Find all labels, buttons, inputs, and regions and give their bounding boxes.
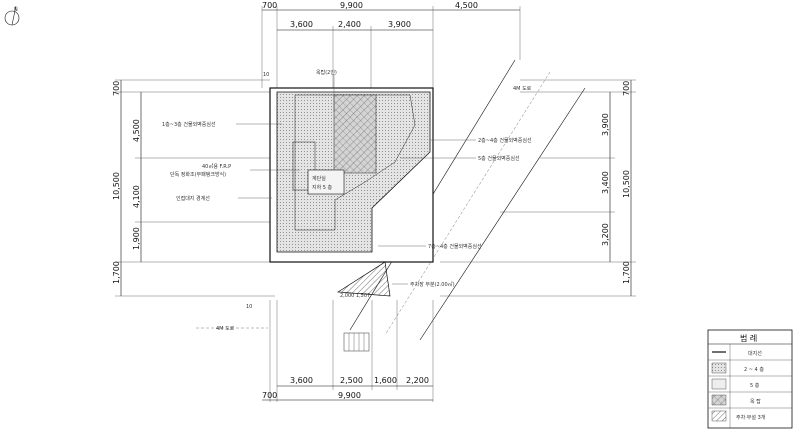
dim-bottom-d3: 1,600	[374, 376, 397, 385]
dim-right-d3: 3,200	[601, 223, 610, 246]
label-floors-2-4: 2층~4층 건물외벽중심선	[478, 137, 532, 144]
label-road-left: 4M 도로	[216, 326, 235, 332]
dim-bottom-left-offset: 700	[262, 391, 277, 400]
dim-bottom-d4: 2,200	[406, 376, 429, 385]
legend-title: 범 례	[740, 333, 757, 343]
mark-10: 10	[263, 72, 269, 78]
label-floor-5: 5층 건물외벽중심선	[478, 155, 520, 162]
dim-bottom-d1: 3,600	[290, 376, 313, 385]
label-fbp-1: 40㎥용 F.R.P	[202, 163, 231, 170]
dim-top-d2: 2,400	[338, 20, 361, 29]
bottom-dimensions: 3,600 2,500 1,600 2,200 700 9,900	[262, 300, 434, 402]
dim-right-bottom: 1,700	[622, 261, 631, 284]
top-dimensions: 700 9,900 4,500 3,600 2,400 3,900	[261, 1, 521, 92]
dim-bottom-total: 9,900	[338, 391, 361, 400]
dim-left-d3: 1,900	[132, 227, 141, 250]
north-arrow-icon: N	[4, 5, 20, 26]
dim-left-total: 10,500	[112, 172, 121, 200]
mark-10b: 10	[246, 304, 252, 310]
dim-bottom-d2: 2,500	[340, 376, 363, 385]
parking-dim: 2,000 1,507	[340, 293, 370, 299]
road-top-label: 4M 도로	[513, 86, 532, 92]
north-mark-text: N	[14, 7, 18, 13]
parking-area: 2,000 1,507	[336, 261, 391, 352]
dim-top-total: 9,900	[340, 1, 363, 10]
dim-top-d1: 3,600	[290, 20, 313, 29]
stair-label-2: 지하 5 층	[312, 184, 333, 191]
dim-left-d2: 4,100	[132, 185, 141, 208]
dim-top-d3: 3,900	[388, 20, 411, 29]
legend-item-3: 옥 탑	[750, 398, 761, 405]
annotations: 옥탑(2인) 1층~3층 건물외벽중심선 40㎥용 F.R.P 단독 정화조(부…	[162, 69, 532, 332]
label-floors-7-4: 7층~4층 건물외벽중심선	[428, 243, 482, 250]
stair-label-1: 계단실	[312, 175, 326, 182]
label-fbp-2: 단독 정화조(부패탱크방식)	[170, 171, 226, 178]
dim-right-top: 700	[622, 81, 631, 96]
label-roof: 옥탑(2인)	[316, 69, 337, 76]
legend-item-2: 5 층	[750, 382, 760, 389]
label-parking: 주차장 부분(2.00㎡)	[410, 281, 455, 288]
dim-right-d2: 3,400	[601, 171, 610, 194]
dim-left-bottom: 1,700	[112, 261, 121, 284]
legend-item-0: 대지선	[748, 350, 762, 357]
legend-item-4: 주차·부설 3개	[736, 414, 766, 421]
dim-top-right-offset: 4,500	[455, 1, 478, 10]
dim-left-d1: 4,500	[132, 119, 141, 142]
dim-right-d1: 3,900	[601, 113, 610, 136]
legend-box: 범 례 대지선 2 ~ 4 층 5 층 옥 탑 주차·부설 3개	[707, 329, 793, 429]
dim-left-top: 700	[112, 81, 121, 96]
right-dimensions: 700 10,500 1,700 3,900 3,400 3,200	[440, 79, 636, 297]
label-floors-1-3: 1층~3층 건물외벽중심선	[162, 121, 216, 128]
dim-right-total: 10,500	[622, 170, 631, 198]
dim-top-left-offset: 700	[262, 1, 277, 10]
legend-item-1: 2 ~ 4 층	[744, 366, 764, 373]
building-footprint: 계단실 지하 5 층	[276, 91, 431, 253]
left-dimensions: 700 10,500 1,700 4,500 4,100 1,900	[112, 79, 275, 297]
label-boundary: 인접대지 경계선	[176, 195, 210, 202]
